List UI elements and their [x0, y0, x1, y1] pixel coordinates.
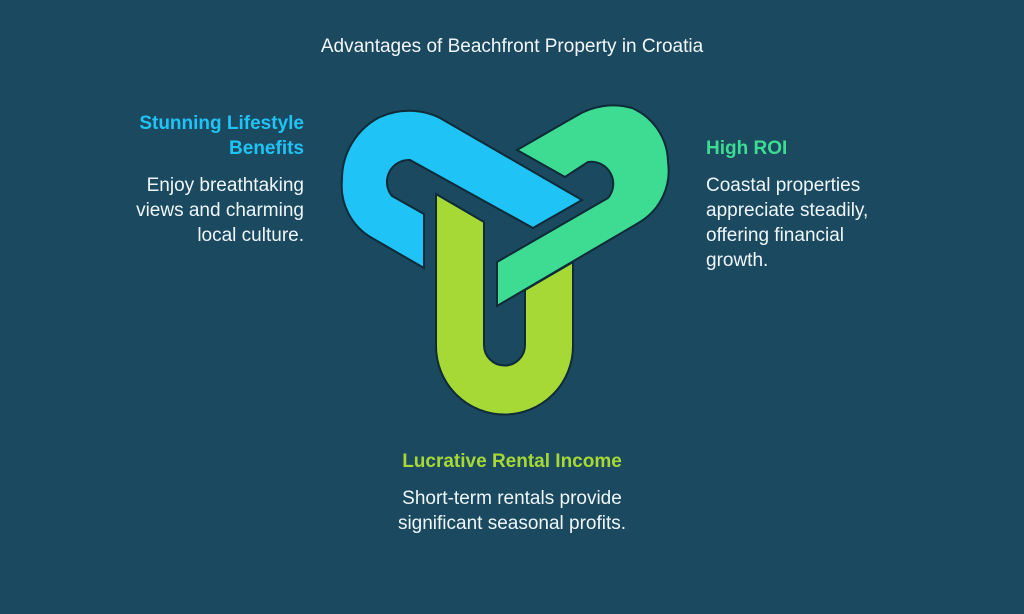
lifestyle-benefits-item: Stunning Lifestyle Benefits Enjoy breath…	[120, 111, 304, 248]
diagram-title: Advantages of Beachfront Property in Cro…	[320, 36, 704, 57]
roi-description: Coastal properties appreciate steadily, …	[706, 175, 869, 271]
roi-heading: High ROI	[706, 138, 788, 159]
rental-income-item: Lucrative Rental Income Short-term renta…	[380, 449, 644, 536]
green-loop-shape	[496, 104, 670, 308]
blue-loop-shape	[340, 109, 585, 270]
lifestyle-heading: Stunning Lifestyle Benefits	[139, 113, 304, 159]
rental-heading: Lucrative Rental Income	[402, 451, 622, 472]
lifestyle-description: Enjoy breathtaking views and charming lo…	[136, 175, 304, 246]
lime-loop-shape	[435, 192, 574, 416]
high-roi-item: High ROI Coastal properties appreciate s…	[706, 136, 906, 273]
rental-description: Short-term rentals provide significant s…	[397, 488, 627, 534]
